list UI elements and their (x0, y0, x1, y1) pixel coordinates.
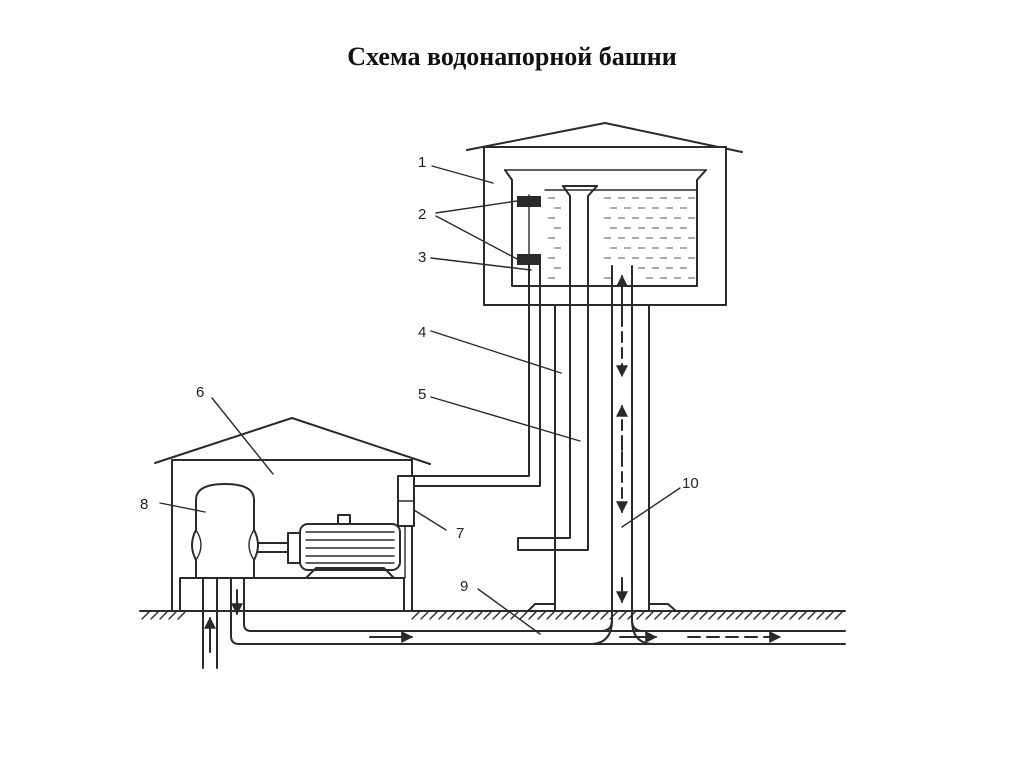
diagram-title: Схема водонапорной башни (347, 42, 677, 71)
tank-house (466, 122, 743, 306)
electric-motor (257, 514, 401, 579)
upper-level-sensor (517, 196, 541, 207)
overflow-pipe (517, 185, 598, 551)
pump-house (154, 417, 431, 612)
label-1: 1 (418, 154, 426, 171)
flow-arrows (369, 274, 782, 643)
water-surface (544, 189, 698, 279)
discharge-main (230, 577, 846, 645)
ground (139, 610, 846, 620)
label-9: 9 (460, 578, 468, 595)
pump-base (179, 577, 405, 612)
label-5: 5 (418, 386, 426, 403)
label-10: 10 (682, 475, 699, 492)
ground-hatching (141, 611, 843, 620)
control-line-pipe (413, 264, 541, 487)
water-tank (504, 169, 707, 287)
centrifugal-pump (191, 483, 259, 579)
tower-supports (527, 304, 677, 612)
label-7: 7 (456, 525, 464, 542)
suction-pipe (202, 577, 218, 669)
label-4: 4 (418, 324, 426, 341)
lower-level-sensor (517, 254, 541, 265)
label-3: 3 (418, 249, 426, 266)
leader-lines (159, 165, 681, 635)
label-8: 8 (140, 496, 148, 513)
label-6: 6 (196, 384, 204, 401)
label-2: 2 (418, 206, 426, 223)
